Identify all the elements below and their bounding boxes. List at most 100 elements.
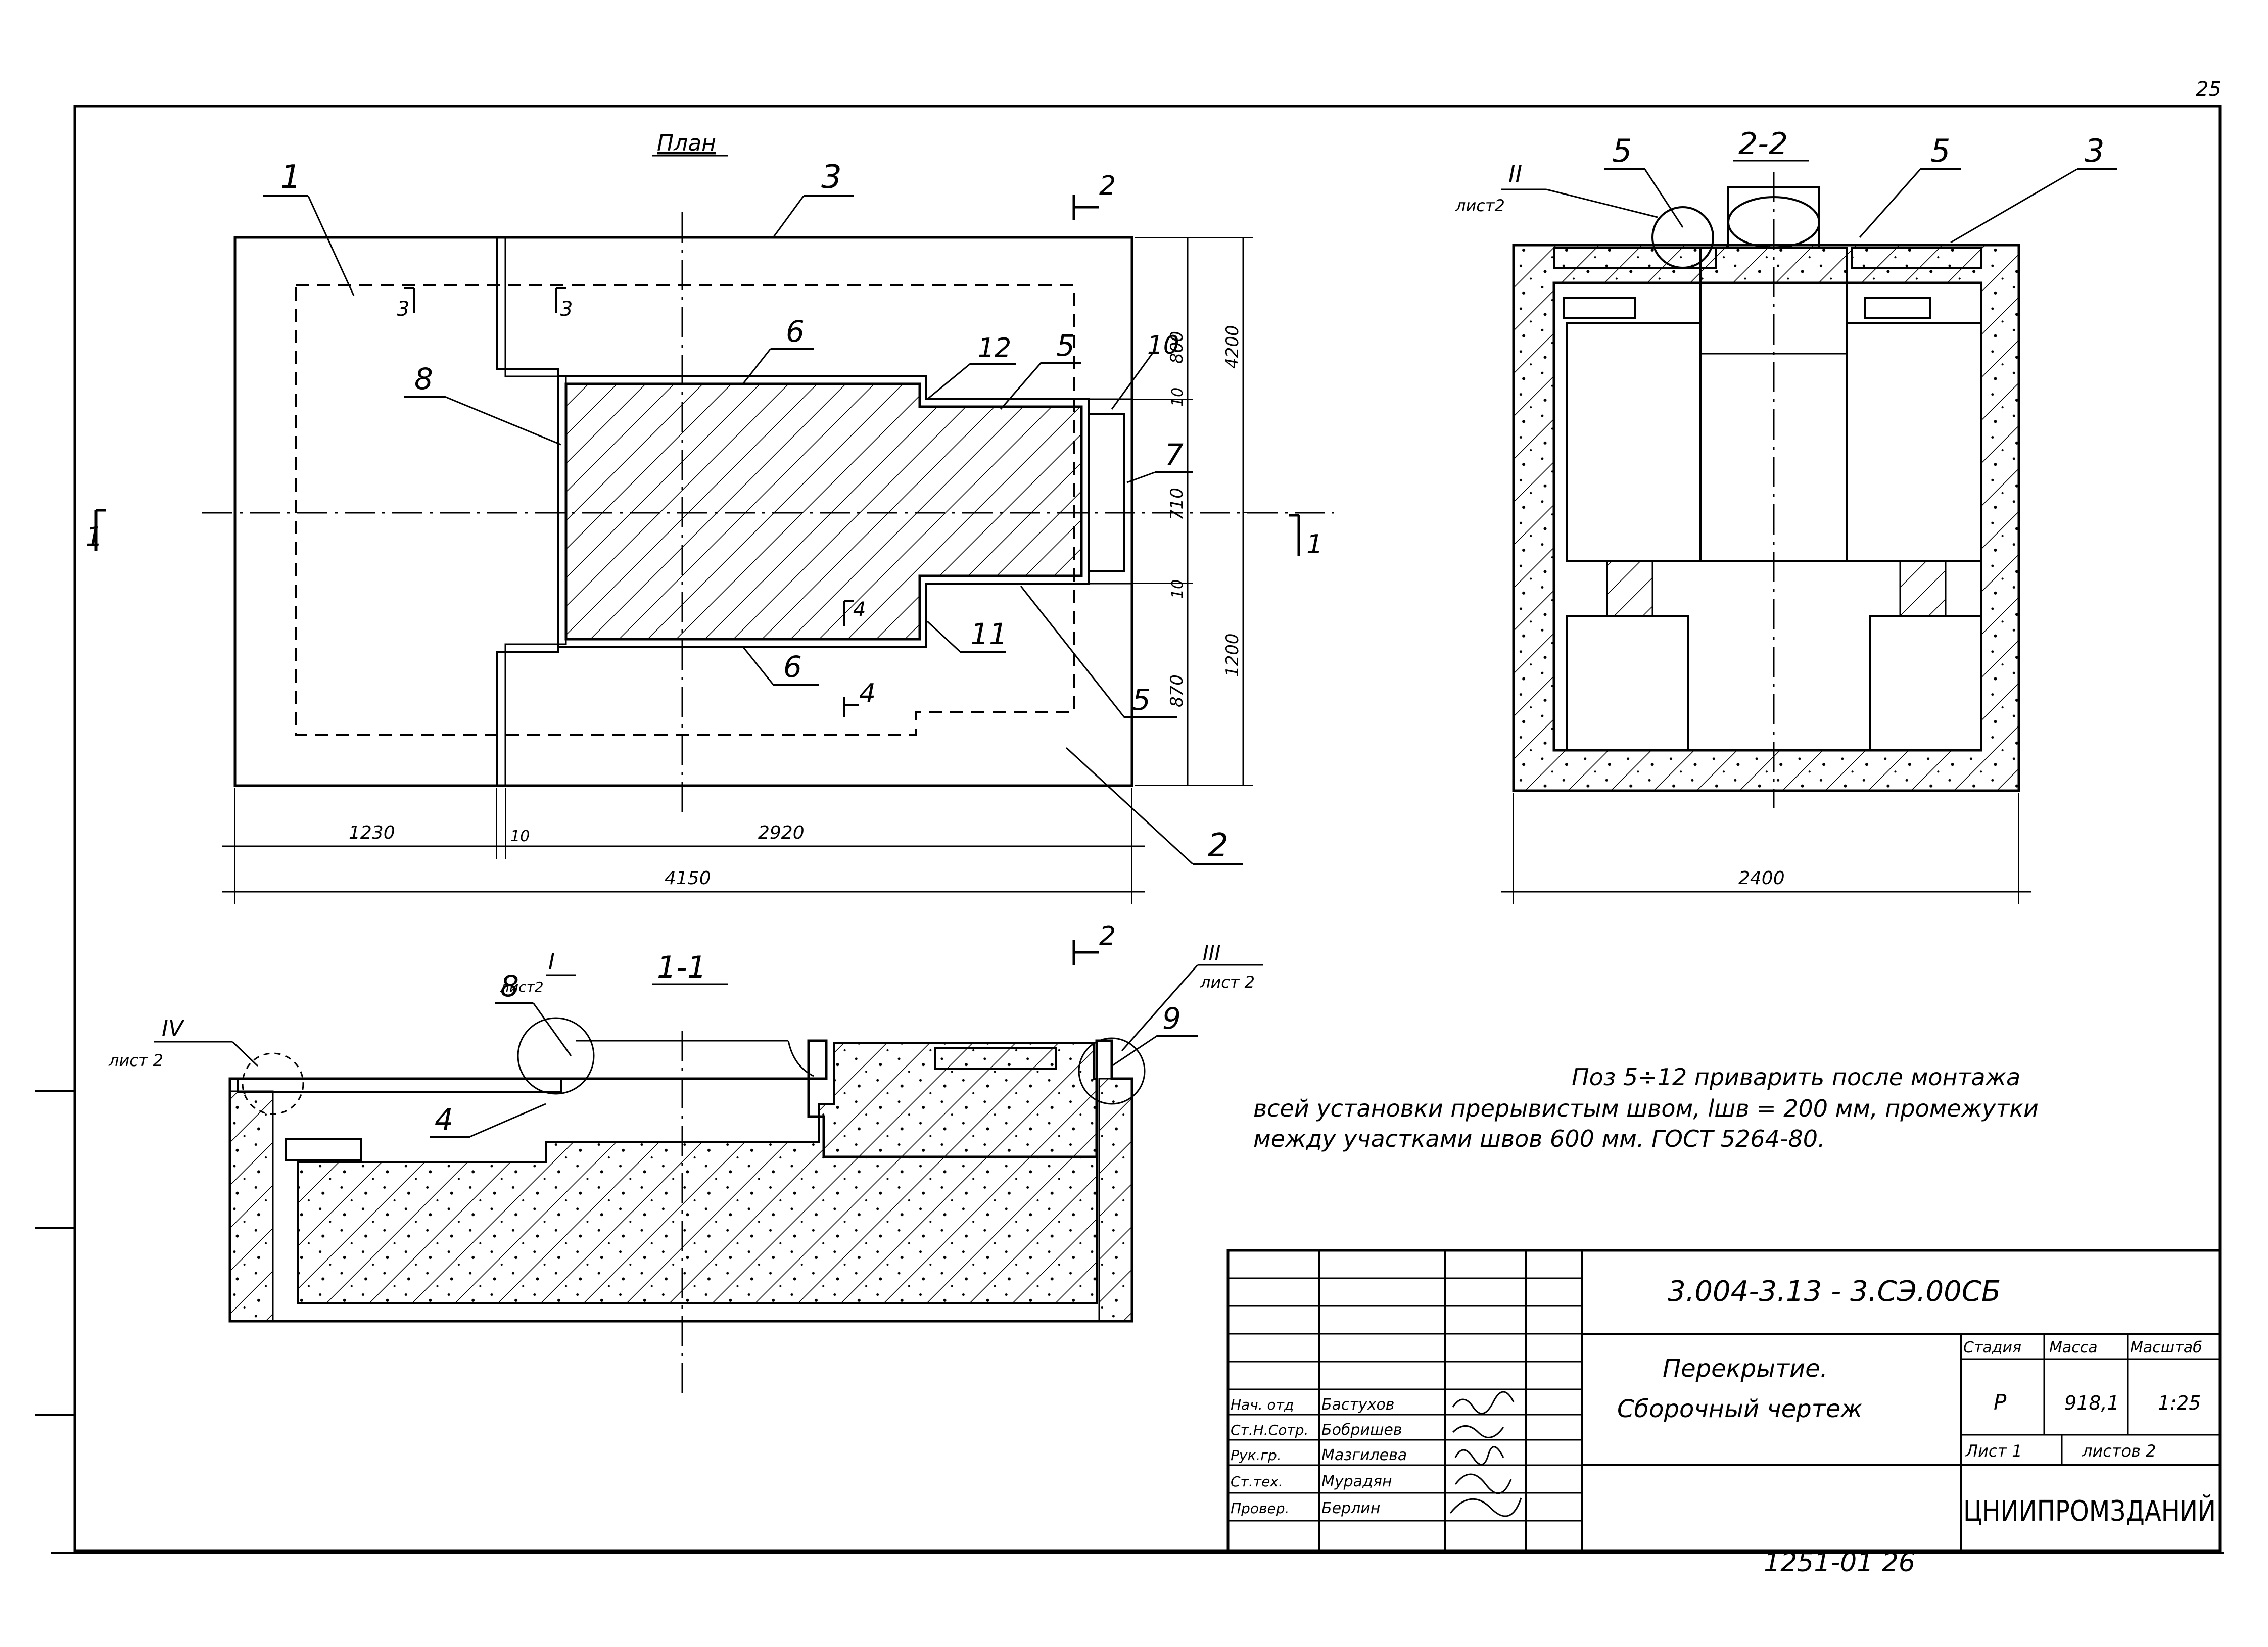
title-block: 3.004-3.13 - 3.СЭ.00СБ Перекрытие. Сборо… [1226,1249,2222,1553]
plan-callout-3: 3 [821,159,842,196]
note-line-3: между участками швов 600 мм. ГОСТ 5264-8… [1253,1125,1825,1152]
plan-callout-12: 12 [978,333,1011,363]
section-1-1-callout-8: 8 [500,969,519,1003]
plan-callout-7: 7 [1165,438,1184,472]
signer-name-4: Мурадян [1321,1473,1392,1490]
plan-section-1-right-label: 1 [1306,529,1323,560]
section-1-1-wall-left [229,1090,274,1322]
plan-section-mark-4-top [843,600,854,626]
plan-dim-710: 710 [1167,488,1187,520]
signer-role-4: Ст.тех. [1231,1473,1283,1490]
plan-dim-800: 800 [1167,331,1187,364]
note-line-2: всей установки прерывистым швом, lшв = 2… [1253,1095,2039,1122]
section-2-2-base-right [1869,615,1982,751]
plan-section-mark-3-right [555,287,566,313]
plan-title: План [657,130,716,156]
title-block-org: ЦНИИПРОМЗДАНИЙ [1963,1494,2216,1528]
signer-role-3: Рук.гр. [1231,1447,1282,1464]
section-2-2-detail-circle [1651,206,1714,269]
section-1-1-plate-right [934,1047,1057,1070]
plan-callout-6-bottom: 6 [783,650,802,684]
section-1-1-beam [285,1138,362,1161]
plan-section-mark-2-top [1072,195,1099,220]
signature-marks [1449,1391,1522,1517]
plan-section-3-left-label: 3 [397,298,409,321]
plan-callout-2: 2 [1208,827,1228,864]
plan-plate-edge-left-inner [504,237,567,786]
plan-callout-11: 11 [970,617,1008,651]
signer-name-5: Берлин [1321,1499,1380,1517]
plan-section-mark-3-left [404,287,415,313]
section-1-1-equipment-top [576,1040,814,1077]
plan-dim-870: 870 [1167,674,1187,707]
section-2-2-detail-num: II [1508,160,1522,187]
plan-section-3-right-label: 3 [560,298,573,321]
bottom-inventory-number: 1251-01 26 [1764,1547,1915,1578]
title-block-stage-header: Стадия [1963,1339,2021,1357]
plan-element-7 [1088,413,1125,572]
title-block-sheet: Лист 1 [1965,1441,2022,1461]
signer-role-1: Нач. отд [1231,1396,1294,1413]
section-2-2-plate-right [1851,247,1982,269]
section-1-1-concrete-base [297,1042,1098,1304]
section-2-2-pit [1553,282,1982,751]
title-block-code: 3.004-3.13 - 3.СЭ.00СБ [1668,1275,2001,1308]
plan-section-2-bottom-label: 2 [1099,921,1116,951]
section-2-2-spring-left [1606,560,1653,617]
section-1-1-detail-circle-I [517,1017,595,1095]
title-block-mass-header: Масса [2049,1339,2098,1357]
signer-name-2: Бобришев [1321,1421,1402,1439]
section-1-1-detail-circle-IV [242,1052,304,1115]
plan-section-mark-1-right [1289,514,1300,556]
plan-callout-5-bottom: 5 [1132,683,1151,717]
section-1-1-view: 1-1 IV лист 2 I лист2 III лист 2 8 4 [108,942,1263,1394]
plan-section-4-top-label: 4 [853,598,866,621]
section-2-2-title: 2-2 [1738,126,1788,162]
section-2-2-view: 2-2 II лист2 5 5 [1455,126,2117,904]
section-2-2-plate-left [1553,247,1717,269]
section-1-1-callout-9: 9 [1162,1001,1181,1036]
section-1-1-plate-left [237,1078,562,1093]
detail-IV-sheet: лист 2 [108,1051,163,1070]
section-2-2-spring-right [1899,560,1947,617]
plan-callout-5-top: 5 [1056,328,1075,363]
plan-section-1-left-label: 1 [86,522,103,552]
signer-name-3: Мазгилева [1321,1446,1407,1464]
title-block-scale: 1:25 [2158,1392,2201,1414]
plan-dimensions-bottom: 1230 10 2920 4150 [222,788,1145,904]
section-2-2-dim-width: 2400 [1738,868,1785,889]
plan-dim-4200: 4200 [1222,325,1243,369]
note-line-1: Поз 5÷12 приварить после монтажа [1572,1063,2020,1091]
title-block-name-2: Сборочный чертеж [1617,1395,1863,1423]
plan-plate-edge-left [496,237,559,786]
plan-section-4-bottom-label: 4 [859,679,876,709]
section-2-2-beam-left [1563,297,1636,319]
section-2-2-callout-5-left: 5 [1612,132,1632,169]
plan-hatched-frame [564,382,1083,641]
plan-dim-1230: 1230 [349,822,395,843]
detail-IV-num: IV [162,1015,185,1041]
plan-dim-10-bottom: 10 [1169,579,1187,599]
plan-callout-10: 10 [1147,330,1179,360]
section-2-2-callout-5-right: 5 [1930,132,1950,169]
weld-note: Поз 5÷12 приварить после монтажа всей ус… [1253,1063,2039,1152]
plan-dashed-pit-outline [295,284,1075,736]
detail-III-num: III [1203,942,1220,965]
plan-callouts: 1 3 6 12 5 10 7 8 4 11 [263,159,1243,865]
plan-section-mark-1-left [94,509,106,551]
section-1-1-detail-circle-III [1078,1037,1146,1105]
signer-role-2: Ст.Н.Сотр. [1231,1422,1308,1438]
plan-section-mark-4-bottom [843,697,859,717]
title-block-mass: 918,1 [2064,1392,2119,1414]
plan-dim-2920: 2920 [758,822,805,843]
signer-name-1: Бастухов [1321,1396,1394,1414]
plan-callout-6-top: 6 [786,314,805,349]
title-block-scale-header: Масштаб [2130,1339,2202,1357]
drawing-frame [73,105,2222,1553]
section-2-2-detail-sheet: лист2 [1455,196,1505,215]
plan-outer-slab [233,236,1133,787]
section-2-2-beam-right [1864,297,1931,319]
plan-dim-4150: 4150 [665,868,711,889]
section-1-1-wall-right [1098,1078,1133,1322]
